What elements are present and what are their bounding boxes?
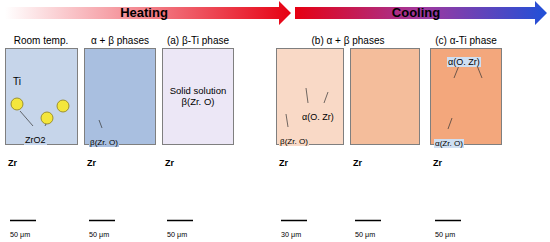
panel-outline bbox=[277, 49, 344, 145]
panel-outline bbox=[6, 49, 78, 145]
element-label: Zr bbox=[86, 158, 97, 168]
panel-background bbox=[5, 48, 78, 145]
text-holder: (b) α + β phases bbox=[311, 30, 386, 48]
scale-bar bbox=[355, 220, 381, 222]
schematic-panel: β(Zr. O) bbox=[84, 48, 156, 145]
zro2-particle bbox=[41, 112, 53, 124]
text-holder: β(Zr. O) bbox=[279, 130, 309, 148]
leader-line bbox=[99, 120, 102, 128]
scale-bar bbox=[89, 220, 115, 222]
text-holder: Zr bbox=[432, 152, 443, 170]
zr-map-image: Zr 50 μm bbox=[162, 150, 234, 236]
text-holder: Room temp. bbox=[13, 30, 69, 48]
panel-illustration bbox=[11, 96, 69, 124]
zr-map-image: Zr 50 μm bbox=[350, 150, 420, 236]
cooling-arrow-shape bbox=[295, 1, 547, 25]
stage-heading: α + β phases bbox=[90, 35, 150, 46]
process-label: Heating bbox=[119, 6, 169, 21]
panel-outline bbox=[85, 49, 156, 145]
scale-bar-label: 30 μm bbox=[280, 230, 302, 239]
leader-line bbox=[448, 118, 452, 129]
text-holder: Solid solution β(Zr. O) bbox=[163, 49, 233, 144]
leader-line bbox=[45, 124, 46, 126]
text-holder: α + β phases bbox=[90, 30, 150, 48]
element-label: Zr bbox=[164, 158, 175, 168]
schematic-panel: TiZrO2 bbox=[5, 48, 78, 145]
text-holder: 50 μm bbox=[354, 223, 376, 241]
heating-arrow-shape bbox=[5, 1, 291, 25]
panel-outline bbox=[163, 49, 234, 145]
element-label: Zr bbox=[278, 158, 289, 168]
phase-label: β(Zr. O) bbox=[89, 138, 119, 147]
schematic-panel: α(O. Zr) α(Zr. O) bbox=[430, 48, 502, 145]
stage-heading: (a) β-Ti phase bbox=[166, 35, 230, 46]
phase-label: Ti bbox=[12, 76, 22, 87]
text-holder: Cooling bbox=[295, 4, 537, 22]
cooling-arrow: Cooling bbox=[295, 4, 537, 22]
text-holder: Zr bbox=[164, 152, 175, 170]
panel-outline bbox=[431, 49, 502, 145]
scale-bar-label: 50 μm bbox=[354, 230, 376, 239]
text-holder: Zr bbox=[352, 152, 363, 170]
text-holder: β(Zr. O) bbox=[89, 131, 119, 149]
element-label: Zr bbox=[7, 158, 18, 168]
leader-line bbox=[324, 92, 328, 103]
scale-bar bbox=[435, 220, 461, 222]
phase-label: ZrO2 bbox=[24, 135, 47, 145]
element-label: Zr bbox=[352, 158, 363, 168]
text-holder: Zr bbox=[86, 152, 97, 170]
text-holder: 50 μm bbox=[434, 223, 456, 241]
scale-bar-label: 50 μm bbox=[166, 230, 188, 239]
element-label: Zr bbox=[432, 158, 443, 168]
panel-background bbox=[162, 48, 234, 145]
text-holder: 50 μm bbox=[166, 223, 188, 241]
phase-label: α(O. Zr) bbox=[301, 112, 335, 122]
zr-map-image: Zr 50 μm bbox=[430, 150, 502, 236]
scale-bar-label: 50 μm bbox=[434, 230, 456, 239]
panel-outline bbox=[351, 49, 420, 145]
text-holder: (a) β-Ti phase bbox=[166, 30, 230, 48]
zro2-particle bbox=[57, 100, 69, 112]
zr-map-image: Zr 30 μm bbox=[276, 150, 344, 236]
text-holder: α(O. Zr) bbox=[301, 106, 335, 124]
text-holder: (c) α-Ti phase bbox=[434, 30, 498, 48]
phase-label: α(O. Zr) bbox=[447, 57, 481, 67]
text-holder: Zr bbox=[278, 152, 289, 170]
zr-map-image: Zr 50 μm bbox=[84, 150, 156, 236]
stage-heading: (b) α + β phases bbox=[311, 35, 386, 46]
phase-label: α(Zr. O) bbox=[434, 139, 464, 148]
text-holder: 30 μm bbox=[280, 223, 302, 241]
stage-heading: Room temp. bbox=[13, 35, 69, 46]
scale-bar bbox=[10, 220, 36, 222]
phase-label: Solid solution β(Zr. O) bbox=[164, 86, 232, 108]
panel-background bbox=[276, 48, 344, 145]
schematic-panel: α(O. Zr) β(Zr. O) bbox=[276, 48, 344, 145]
zro2-particle bbox=[11, 98, 23, 110]
text-holder: Zr bbox=[7, 152, 18, 170]
leader-line bbox=[306, 88, 308, 103]
text-holder: Ti bbox=[12, 71, 22, 89]
scale-bar-label: 50 μm bbox=[88, 230, 110, 239]
text-holder: α(O. Zr) bbox=[447, 51, 481, 69]
stage-heading: (c) α-Ti phase bbox=[434, 35, 498, 46]
scale-bar-label: 50 μm bbox=[9, 230, 31, 239]
scale-bar bbox=[167, 220, 193, 222]
panel-background bbox=[84, 48, 156, 145]
text-holder: α(Zr. O) bbox=[434, 132, 464, 150]
leader-line bbox=[20, 111, 33, 126]
schematic-panel: Solid solution β(Zr. O) bbox=[162, 48, 234, 145]
process-label: Cooling bbox=[391, 6, 441, 21]
scale-bar bbox=[281, 220, 307, 222]
panel-background bbox=[350, 48, 420, 145]
text-holder: Heating bbox=[5, 4, 283, 22]
panel-background bbox=[430, 48, 502, 145]
heating-arrow: Heating bbox=[5, 4, 283, 22]
phase-label: β(Zr. O) bbox=[279, 137, 309, 146]
zr-map-image: Zr 50 μm bbox=[5, 150, 78, 236]
text-holder: 50 μm bbox=[9, 223, 31, 241]
text-holder: ZrO2 bbox=[24, 129, 47, 147]
leader-line bbox=[286, 114, 288, 127]
text-holder: 50 μm bbox=[88, 223, 110, 241]
